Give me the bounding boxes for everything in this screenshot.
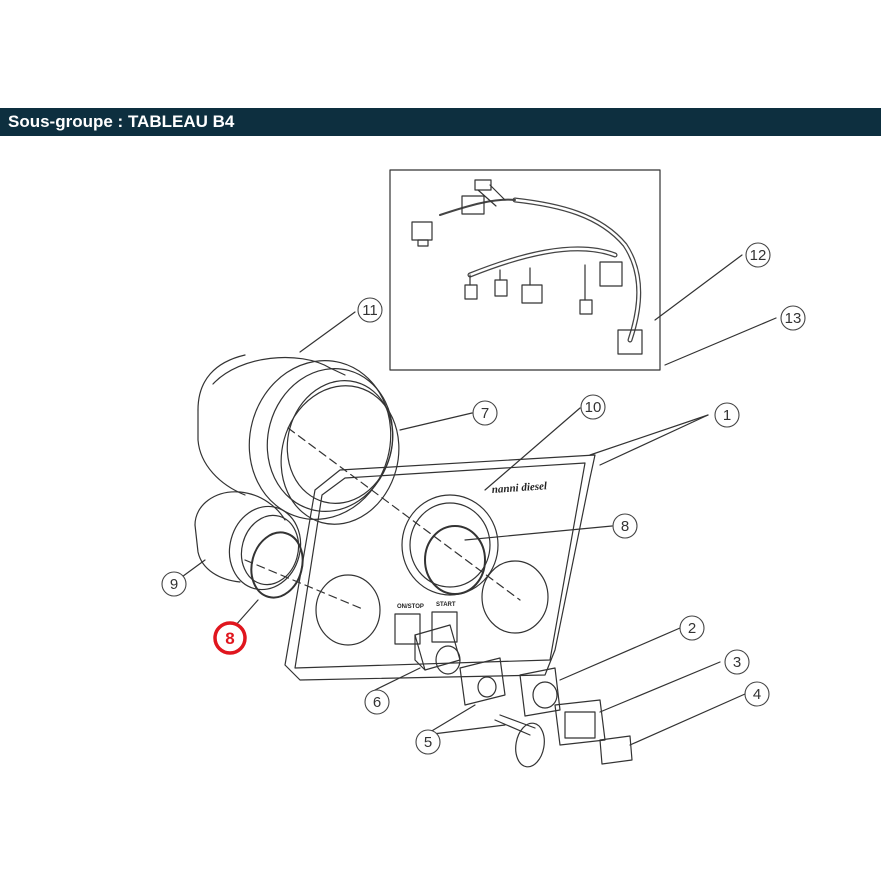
callout-c5: 5 (415, 729, 441, 755)
callout-c2: 2 (679, 615, 705, 641)
callout-c12: 12 (745, 242, 771, 268)
callout-circle (745, 242, 771, 268)
callout-c10: 10 (580, 394, 606, 420)
callout-label: 10 (585, 399, 602, 416)
small-gauge-body (194, 491, 302, 591)
callout-circle (213, 621, 247, 655)
callout-c13: 13 (780, 305, 806, 331)
callout-circle (357, 297, 383, 323)
panel-logo: nanni diesel (491, 480, 548, 496)
callout-circle (780, 305, 806, 331)
leader-lines (174, 254, 777, 746)
callout-c4: 4 (744, 681, 770, 707)
callout-circle (724, 649, 750, 675)
callout-c1: 1 (714, 402, 740, 428)
callout-circle (472, 400, 498, 426)
switch-label-on-stop: ON/STOP (397, 604, 424, 610)
callout-circle (580, 394, 606, 420)
callout-c3: 3 (724, 649, 750, 675)
instrument-panel (284, 454, 596, 681)
callout-label: 11 (362, 302, 378, 319)
callout-label: 1 (723, 407, 731, 424)
callout-circle (612, 513, 638, 539)
callout-label: 12 (750, 247, 767, 264)
callout-circle (744, 681, 770, 707)
harness-inset (389, 169, 661, 371)
callout-circle (415, 729, 441, 755)
switch-label-start: START (436, 602, 456, 608)
callout-label: 6 (373, 694, 381, 711)
callout-c8b: 8 (213, 621, 247, 655)
callout-label: 8 (225, 629, 234, 648)
callout-label: 9 (170, 576, 178, 593)
callout-circle (714, 402, 740, 428)
callout-c6: 6 (364, 689, 390, 715)
callout-c11: 11 (357, 297, 383, 323)
switch-assembly (414, 624, 633, 768)
bezel-ring-large (280, 385, 400, 525)
callout-c9: 9 (161, 571, 187, 597)
callout-circle (161, 571, 187, 597)
inset-frame (389, 169, 661, 371)
callout-c7: 7 (472, 400, 498, 426)
callout-label: 13 (785, 310, 802, 327)
callout-label: 2 (688, 620, 696, 637)
callout-label: 3 (733, 654, 741, 671)
callout-c8a: 8 (612, 513, 638, 539)
callout-circle (364, 689, 390, 715)
subgroup-title: Sous-groupe : TABLEAU B4 (0, 108, 881, 136)
callout-label: 4 (753, 686, 761, 703)
callout-label: 7 (481, 405, 489, 422)
callout-label: 8 (621, 518, 629, 535)
callout-label: 5 (424, 734, 432, 751)
tachometer-body (197, 354, 394, 520)
callout-circle (679, 615, 705, 641)
